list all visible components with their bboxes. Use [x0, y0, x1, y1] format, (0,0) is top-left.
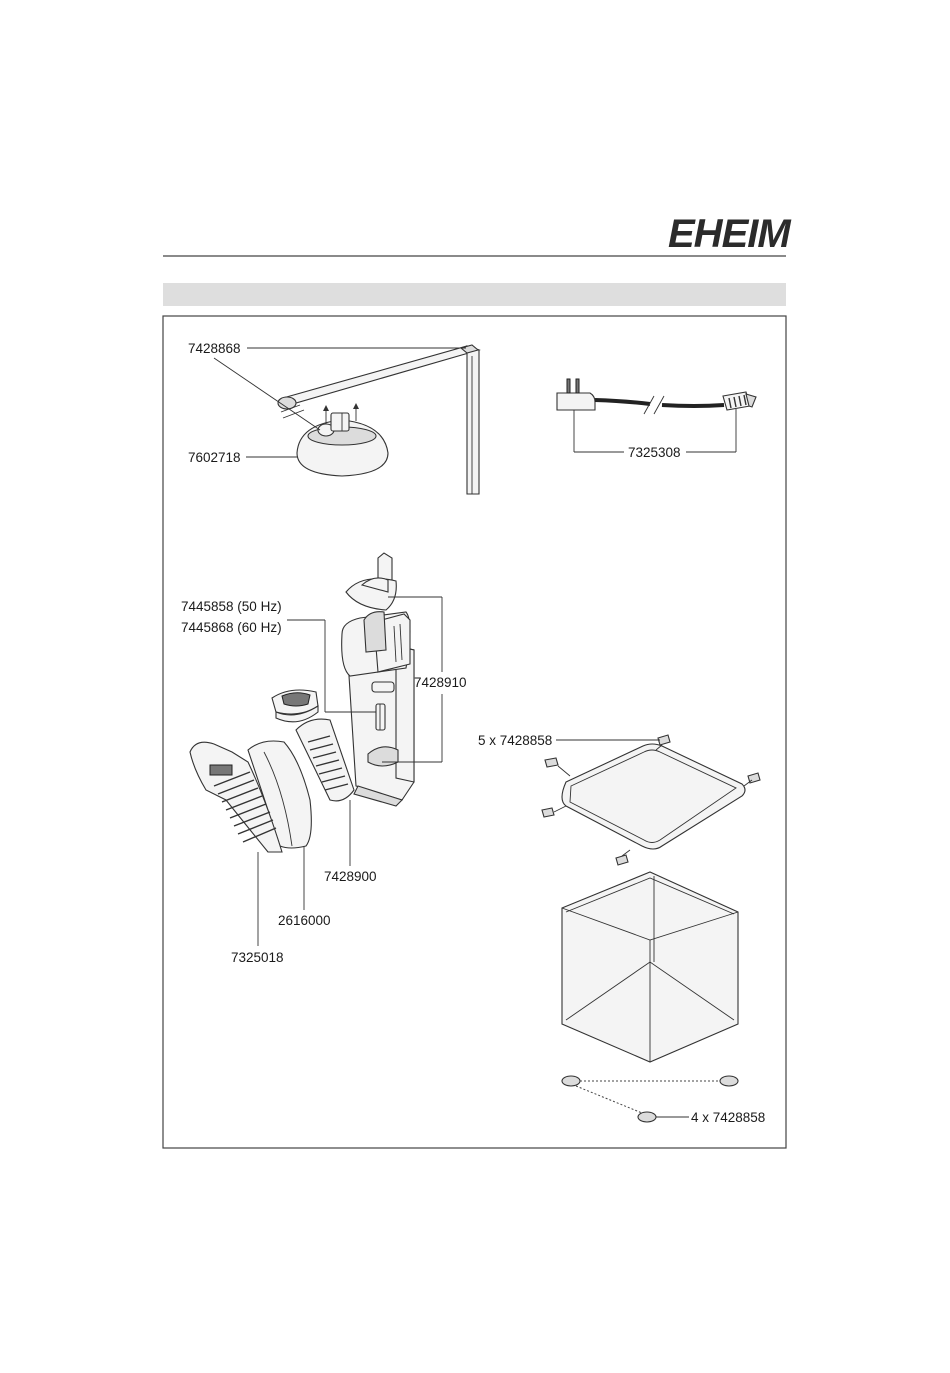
svg-text:5 x 7428858: 5 x 7428858 — [478, 733, 552, 748]
svg-text:7445868 (60 Hz): 7445868 (60 Hz) — [181, 620, 282, 635]
svg-text:7325018: 7325018 — [231, 950, 284, 965]
svg-text:7428910: 7428910 — [414, 675, 467, 690]
tank-cube — [562, 872, 738, 1062]
brand-logo-text: EHEIM — [668, 212, 792, 256]
svg-text:2616000: 2616000 — [278, 913, 331, 928]
label-impeller-50hz: 7445858 (50 Hz) — [181, 599, 282, 614]
filter-housing — [342, 612, 414, 806]
air-dome — [297, 403, 388, 476]
label-power-adapter: 7325308 — [574, 409, 736, 460]
svg-text:7325308: 7325308 — [628, 445, 681, 460]
light-bar-assembly — [278, 345, 479, 494]
impeller-insert — [272, 690, 318, 722]
section-title-band — [163, 283, 786, 306]
label-filter-cover: 7325018 — [231, 852, 284, 965]
filter-outlet-nozzle — [346, 553, 396, 610]
svg-text:7428868: 7428868 — [188, 341, 241, 356]
svg-text:7428900: 7428900 — [324, 869, 377, 884]
svg-text:7602718: 7602718 — [188, 450, 241, 465]
label-rubber-feet: 4 x 7428858 — [656, 1110, 765, 1125]
power-adapter — [557, 379, 756, 414]
label-lid-clips: 5 x 7428858 — [478, 733, 660, 748]
svg-text:4 x 7428858: 4 x 7428858 — [691, 1110, 765, 1125]
label-filter-sponge: 2616000 — [278, 846, 331, 928]
label-air-dome: 7602718 — [188, 450, 298, 465]
tank-lid — [562, 744, 745, 849]
brand-logo: EHEIM — [668, 212, 792, 256]
label-filter-pre-screen: 7428900 — [324, 800, 377, 884]
svg-text:7445858 (50 Hz): 7445858 (50 Hz) — [181, 599, 282, 614]
